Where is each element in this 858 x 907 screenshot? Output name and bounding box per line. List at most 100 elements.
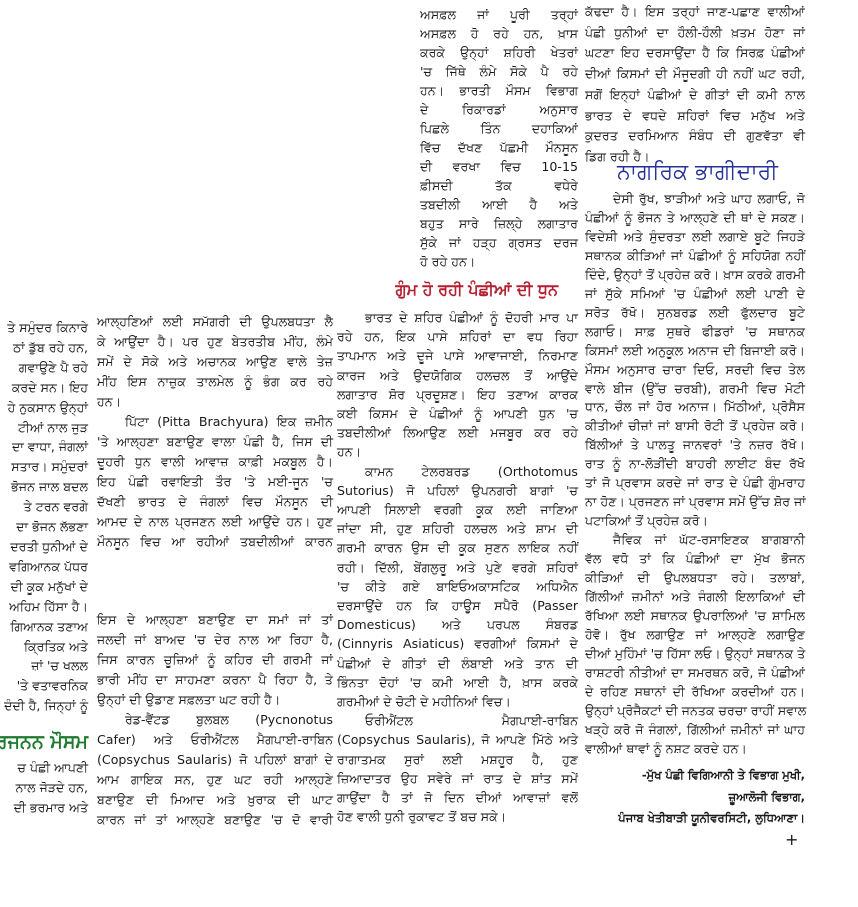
text-line: ਹੋ ਰਹੇ ਹਨ। bbox=[420, 254, 476, 269]
text-line: ਵੱਲ ਵਧੋ ਤਾਂ ਕਿ ਪੰਛੀਆਂ ਦਾ ਮੁੱਖ ਭੋਜਨ bbox=[585, 551, 805, 567]
text-line: 'ਤੇ ਵਤਾਵਰਨਿਕ bbox=[16, 678, 88, 694]
text-line: ਰੇਡ-ਵੈਂਟਡ ਬੁਲਬਲ (Pycnonotus bbox=[125, 712, 333, 727]
text-line: ਅਸਫ਼ਲ ਜਾਂ ਪੂਰੀ ਤਰ੍ਹਾਂ bbox=[420, 7, 578, 22]
text-line: ਹੇ ਨੁਕਸਾਨ ਉਨ੍ਹਾਂ bbox=[7, 399, 88, 415]
text-line: ਕਾਰਜ ਅਤੇ ਉਦਯੋਗਿਕ ਹਲਚਲ ਤੋਂ ਆਉਂਦੇ bbox=[337, 367, 578, 383]
text-line: ਭਿੰਨਤਾ ਦੋਹਾਂ 'ਚ ਕਮੀ ਆਈ ਹੈ, ਖ਼ਾਸ ਕਰਕੇ bbox=[337, 674, 578, 690]
text-line: ਤਾਂ ਜੋ ਪ੍ਰਵਾਸ ਕਰਦੇ ਜਾਂ ਰਾਤ ਦੇ ਪੰਛੀ ਗੁੰਮਰ… bbox=[585, 475, 805, 491]
text-line: ਦੀ ਕੂਕ ਮਨੁੱਖਾਂ ਦੇ bbox=[10, 578, 88, 594]
text-line: ਦੂਹਰੀ ਧੁਨ ਵਾਲੀ ਆਵਾਜ਼ ਕਾਫ਼ੀ ਮਕਬੂਲ ਹੈ। bbox=[97, 454, 333, 469]
text-line: ਕੁਦਰਤ ਦਰਮਿਆਨ ਸੰਬੰਧ ਦੀ ਗੁਣਵੱਤਾ ਵੀ bbox=[585, 128, 805, 144]
text-line: ਭਾਰੀ ਮੀਂਹ ਦਾ ਸਾਹਮਣਾ ਕਰਨਾ ਪੈ ਰਿਹਾ ਹੈ, ਤੇ bbox=[97, 672, 333, 687]
text-line: ਆਲ੍ਹਣਿਆਂ ਲਈ ਸਮੱਗਰੀ ਦੀ ਉਪਲਬਧਤਾ ਲੈ bbox=[97, 314, 333, 329]
text-line: ਜਾਂ ਸੁੱਕੇ ਸਮਿਆਂ 'ਚ ਪੰਛੀਆਂ ਲਈ ਪਾਣੀ ਦੇ bbox=[585, 285, 805, 301]
text-line: ਇਸ ਦੇ ਆਲ੍ਹਣਾ ਬਣਾਉਣ ਦਾ ਸਮਾਂ ਜਾਂ ਤਾਂ bbox=[97, 612, 333, 627]
text-line: ਆਮ ਗਾਇਕ ਸਨ, ਹੁਣ ਘਟ ਰਹੀ ਆਲ੍ਹਣੇ bbox=[97, 772, 333, 787]
text-line: ਰਾਸ਼ਟਰੀ ਨੀਤੀਆਂ ਦਾ ਸਮਰਥਨ ਕਰੋ, ਜੋ ਪੰਛੀਆਂ bbox=[585, 664, 805, 680]
text-line: ਲਗਾਓ। ਸਾਫ਼ ਸੁਥਰੇ ਫੀਡਰਾਂ 'ਚ ਸਥਾਨਕ bbox=[585, 323, 805, 339]
author-signature: -ਮੁੱਖ ਪੰਛੀ ਵਿਗਿਆਨੀ ਤੇ ਵਿਭਾਗ ਮੁਖੀ, ਜ਼ੂਆਲੋ… bbox=[618, 765, 805, 830]
text-line: ਕਈ ਕਿਸਮ ਦੇ ਪੰਛੀਆਂ ਨੂੰ ਆਪਣੀ ਧੁਨ 'ਚ bbox=[337, 406, 578, 422]
text-line: ਪੰਛੀ ਧੁਨੀਆਂ ਦਾ ਹੌਲੀ-ਹੌਲੀ ਖ਼ਤਮ ਹੋਣਾ ਜਾਂ bbox=[585, 24, 805, 40]
column-d-top-text: ਕੱਢਦਾ ਹੈ। ਇਸ ਤਰ੍ਹਾਂ ਜਾਣ-ਪਛਾਣ ਵਾਲੀਆਂ ਪੰਛੀ … bbox=[585, 2, 805, 168]
text-line: ਪਟਾਕਿਆਂ ਤੋਂ ਪ੍ਰਹੇਜ਼ ਕਰੋ। bbox=[585, 513, 709, 529]
text-line: ਕਰਕੇ ਉਨ੍ਹਾਂ ਸ਼ਹਿਰੀ ਖੇਤਰਾਂ bbox=[420, 45, 578, 60]
text-line: ਜਲਦੀ ਜਾਂ ਬਾਅਦ 'ਚ ਦੇਰ ਨਾਲ ਆ ਰਿਹਾ ਹੈ, bbox=[97, 632, 333, 647]
column-a-top-text: ਤੇ ਸਮੁੰਦਰ ਕਿਨਾਰੇਠਾਂ ਡੁੱਬ ਰਹੇ ਹਨ,ਗਵਾਉਣੇ ਪ… bbox=[0, 318, 88, 716]
text-line: ਹਨ। ਭਾਰਤੀ ਮੌਸਮ ਵਿਭਾਗ bbox=[420, 83, 578, 98]
text-line: ਕੀੜਿਆਂ ਦੀ ਉਪਲਬਧਤਾ ਰਹੇ। ਤਲਾਬਾਂ, bbox=[585, 570, 805, 586]
text-line: ਆਮਦ ਦੇ ਨਾਲ ਪ੍ਰਜਣਨ ਲਈ ਆਉਂਦੇ ਹਨ। ਹੁਣ bbox=[97, 514, 333, 529]
text-line: ਦੇ ਰਹਿਣ ਸਥਾਨਾਂ ਦੀ ਰੱਖਿਆ ਕਰਦੀਆਂ ਹਨ। bbox=[585, 683, 805, 699]
signature-line: ਪੰਜਾਬ ਖੇਤੀਬਾੜੀ ਯੂਨੀਵਰਸਿਟੀ, ਲੁਧਿਆਣਾ। bbox=[618, 811, 805, 825]
text-line: ਧਾਨ, ਚੌਲ ਜਾਂ ਹੋਰ ਅਨਾਜ। ਮਿੱਠੀਆਂ, ਪ੍ਰੋਸੈਸ bbox=[585, 399, 805, 415]
text-line: ਪਿੱਟਾ (Pitta Brachyura) ਇਕ ਜ਼ਮੀਨ bbox=[125, 414, 333, 429]
text-line: ਨਾਲ ਜੋੜਦੇ ਹਨ, bbox=[15, 779, 88, 795]
text-line: ਜੈਵਿਕ ਜਾਂ ਘੱਟ-ਰਸਾਇਣਕ ਬਾਗਬਾਨੀ bbox=[613, 532, 805, 548]
text-line: ਜ਼ਿਆਦਾਤਰ ਉਹ ਸਵੇਰੇ ਜਾਂ ਰਾਤ ਦੇ ਸ਼ਾਂਤ ਸਮੇਂ bbox=[337, 770, 578, 786]
text-line: ਘਟਣਾ ਇਹ ਦਰਸਾਉਂਦਾ ਹੈ ਕਿ ਸਿਰਫ਼ ਪੰਛੀਆਂ bbox=[585, 45, 805, 61]
text-line: ਕਿਸਮਾਂ ਲਈ ਅਨੁਕੂਲ ਅਨਾਜ ਦੀ ਬਿਜਾਈ ਕਰੋ। bbox=[585, 342, 805, 358]
text-line: ਚ ਪੰਛੀ ਆਪਣੀ bbox=[17, 760, 88, 775]
text-line: ਆਪਣੀ ਸਿਲਾਈ ਵਰਗੀ ਕੂਕ ਲਈ ਜਾਣਿਆ bbox=[337, 502, 578, 518]
text-line: ਦੇਸੀ ਰੁੱਖ, ਝਾੜੀਆਂ ਅਤੇ ਘਾਹ ਲਗਾਓ, ਜੋ bbox=[613, 191, 805, 206]
text-line: ਸਮੇਂ ਦੇ ਸੋਕੇ ਅਤੇ ਅਚਾਨਕ ਆਉਣ ਵਾਲੇ ਤੇਜ਼ bbox=[97, 354, 333, 369]
text-line: ਰਾਗਾਤਮਕ ਸੁਰਾਂ ਲਈ ਮਸ਼ਹੂਰ ਹੈ, ਹੁਣ bbox=[337, 751, 578, 767]
text-line: ਰਹੀ। ਦਿੱਲੀ, ਬੇਂਗਲੁਰੂ ਅਤੇ ਪੁਣੇ ਵਰਗੇ ਸ਼ਹਿਰ… bbox=[337, 559, 578, 575]
text-line: ਦੀਆਂ ਮੁਹਿੰਮਾਂ 'ਚ ਹਿੱਸਾ ਲਓ। ਉਨ੍ਹਾਂ ਸਥਾਨਕ … bbox=[585, 645, 806, 661]
text-line: ਜਾਂਦਾ ਸੀ, ਹੁਣ ਸ਼ਹਿਰੀ ਹਲਚਲ ਅਤੇ ਸ਼ਾਮ ਦੀ bbox=[337, 521, 578, 537]
text-line: ਰਾਤ ਨੂੰ ਨਾ-ਲੋੜੀਂਦੀ ਬਾਹਰੀ ਲਾਈਟ ਬੰਦ ਰੱਖੋ bbox=[585, 456, 805, 472]
article-end-mark: + bbox=[785, 830, 799, 849]
text-line: ਬਹੁਤ ਸਾਰੇ ਜ਼ਿਲ੍ਹੇ ਲਗਾਤਾਰ bbox=[420, 216, 578, 231]
text-line: ਟੀਆਂ ਨਾਲ ਜੁੜ bbox=[17, 419, 88, 435]
text-line: ਵਿਦੇਸ਼ੀ ਅਤੇ ਸੁੰਦਰਤਾ ਲਈ ਲਗਾਏ ਬੂਟੇ ਜਿਹੜੇ bbox=[585, 228, 805, 244]
text-line: ਓਰੀਐਂਟਲ ਮੈਗਪਾਈ-ਰਾਬਿਨ bbox=[365, 713, 578, 729]
text-line: ਦੱਖਣੀ ਭਾਰਤ ਦੇ ਜੰਗਲਾਂ ਵਿਚ ਮੌਨਸੂਨ ਦੀ bbox=[97, 494, 333, 509]
text-line: ਦਾ ਭੋਜਨ ਲੱਭਣਾ bbox=[16, 519, 88, 535]
text-line: ਮੌਸਮ ਅਨੁਸਾਰ ਚਾਰਾ ਦਿਓ, ਸਰਦੀ ਵਿਚ ਤੇਲ bbox=[585, 361, 805, 377]
text-line: Sutorius) ਜੋ ਪਹਿਲਾਂ ਉਪਨਗਰੀ ਬਾਗਾਂ 'ਚ bbox=[337, 482, 578, 498]
text-line: ਵਿੱਚ ਦੱਖਣ ਪੱਛਮੀ ਮੌਨਸੂਨ bbox=[420, 140, 578, 155]
text-line: ਤੇ ਟਰਨ ਵਰਗੇ bbox=[23, 499, 88, 515]
text-line: ਹੋਵੋ। ਰੁੱਖ ਲਗਾਉਣ ਜਾਂ ਆਲ੍ਹਣੇ ਲਗਾਉਣ bbox=[585, 626, 805, 642]
column-a-bottom-text: ਚ ਪੰਛੀ ਆਪਣੀਨਾਲ ਜੋੜਦੇ ਹਨ,ਦੀ ਭਰਮਾਰ ਅਤੇ bbox=[0, 758, 88, 817]
text-line: ਹੋਣ ਵਾਲੀ ਧੁਨੀ ਰੁਕਾਵਟ ਤੋਂ ਬਚ ਸਕੇ। bbox=[337, 809, 507, 825]
text-line: ਗਵਾਉਣੇ ਪੈ ਰਹੇ bbox=[18, 359, 88, 375]
text-line: ਪੰਛੀਆਂ ਦੇ ਗੀਤਾਂ ਦੀ ਲੰਬਾਈ ਅਤੇ ਤਾਨ ਦੀ bbox=[337, 655, 578, 671]
text-line: ਵਗਿਆਨਕ ਪੱਧਰ bbox=[9, 558, 88, 574]
text-line: Cafer) ਅਤੇ ਓਰੀਐਂਟਲ ਮੈਗਪਾਈ-ਰਾਬਿਨ bbox=[97, 732, 333, 747]
text-line: ਗਰਮੀਆਂ ਦੇ ਚੋਟੀ ਦੇ ਮਹੀਨਿਆਂ ਵਿਚ। bbox=[337, 694, 511, 710]
column-b-bottom-text: ਇਸ ਦੇ ਆਲ੍ਹਣਾ ਬਣਾਉਣ ਦਾ ਸਮਾਂ ਜਾਂ ਤਾਂ ਜਲਦੀ ਜ… bbox=[97, 610, 333, 830]
text-line: ਹਨ। bbox=[97, 394, 122, 409]
text-line: ਰੱਖਿਆ ਲਈ ਸਥਾਨਕ ਉਪਰਾਲਿਆਂ 'ਚ ਸ਼ਾਮਿਲ bbox=[585, 607, 805, 623]
text-line: ਤਾਪਮਾਨ ਅਤੇ ਦੂਜੇ ਪਾਸੇ ਆਵਾਜਾਈ, ਨਿਰਮਾਣ bbox=[337, 348, 578, 364]
text-line: ਭਾਰਤ ਦੇ ਸ਼ਹਿਰ ਪੰਛੀਆਂ ਨੂੰ ਦੋਹਰੀ ਮਾਰ ਪਾ bbox=[365, 310, 578, 325]
text-line: ਵਾਲੀਆਂ ਥਾਵਾਂ ਨੂੰ ਨਸ਼ਟ ਕਰਦੇ ਹਨ। bbox=[585, 740, 747, 756]
text-line: ਸਰੋਤ ਰੱਖੋ। ਸੁਨਬਰਡ ਲਈ ਫੁੱਲਦਾਰ ਬੂਟੇ bbox=[585, 304, 805, 320]
text-line: ਕਰਦੇ ਸਨ। ਇਹ bbox=[11, 379, 88, 395]
text-line: ਦਰਸਾਉਂਦੇ ਹਨ ਕਿ ਹਾਊਸ ਸਪੈਰੋ (Passer bbox=[337, 598, 578, 614]
text-line: ਹਨ। bbox=[337, 444, 362, 460]
text-line: ਡਿਗ ਰਹੀ ਹੈ। bbox=[585, 148, 650, 164]
text-line: ਸਤਾਰ। ਸਮੁੰਦਰਾਂ bbox=[11, 459, 88, 475]
text-line: (Copsychus Saularis), ਜੋ ਆਪਣੇ ਮਿੱਠੇ ਅਤੇ bbox=[337, 732, 578, 748]
text-line: ਪਿਛਲੇ ਤਿੰਨ ਦਹਾਕਿਆਂ bbox=[420, 121, 578, 136]
text-line: ਭੋਜਨ ਜਾਲ ਬਦਲ bbox=[11, 479, 88, 495]
text-line: ਦਿੰਦੇ, ਉਨ੍ਹਾਂ ਤੋਂ ਪ੍ਰਹੇਜ਼ ਕਰੋ। ਖ਼ਾਸ ਕਰਕੇ… bbox=[585, 266, 805, 282]
text-line: ਕੇ ਆਉਂਦਾ ਹੈ। ਪਰ ਹੁਣ ਬੇਤਰਤੀਬ ਮੀਂਹ, ਲੰਮੇ bbox=[97, 334, 333, 349]
text-line: ਕੱਢਦਾ ਹੈ। ਇਸ ਤਰ੍ਹਾਂ ਜਾਣ-ਪਛਾਣ ਵਾਲੀਆਂ bbox=[585, 4, 805, 19]
text-line: ਨਾ ਹੋਣ। ਪ੍ਰਜਣਨ ਜਾਂ ਪ੍ਰਵਾਸ ਸਮੇਂ ਉੱਚ ਸ਼ੋਰ … bbox=[585, 494, 806, 510]
text-line: 'ਚ ਜਿੱਥੇ ਲੰਮੇ ਸੋਕੇ ਪੈ ਰਹੇ bbox=[420, 64, 578, 79]
column-c-bottom-text: ਭਾਰਤ ਦੇ ਸ਼ਹਿਰ ਪੰਛੀਆਂ ਨੂੰ ਦੋਹਰੀ ਮਾਰ ਪਾ ਰਹੇ… bbox=[337, 308, 578, 826]
text-line: Domesticus) ਅਤੇ ਪਰਪਲ ਸੰਬਰਡ bbox=[337, 617, 578, 633]
text-line: ਰਹੇ ਹਨ, ਇਕ ਪਾਸੇ ਸ਼ਹਿਰਾਂ ਦਾ ਵਧ ਰਿਹਾ bbox=[337, 329, 578, 345]
text-line: ਗਾਉਂਦਾ ਹੈ ਤਾਂ ਜੋ ਦਿਨ ਦੀਆਂ ਆਵਾਜ਼ਾਂ ਵਲੋਂ bbox=[337, 790, 578, 806]
text-line: ਮੌਨਸੂਨ ਵਿਚ ਆ ਰਹੀਆਂ ਤਬਦੀਲੀਆਂ ਕਾਰਨ bbox=[97, 534, 333, 549]
text-line: ਕਾਰਨ ਜਾਂ ਤਾਂ ਆਲ੍ਹਣੇ ਬਣਾਉਣ 'ਚ ਦੋ ਵਾਰੀ bbox=[97, 812, 333, 827]
text-line: 'ਚ ਕੀਤੇ ਗਏ ਬਾਇਓਅਕਾਸਟਿਕ ਅਧਿਐਨ bbox=[337, 578, 578, 594]
text-line: 'ਤੇ ਆਲ੍ਹਣਾ ਬਣਾਉਣ ਵਾਲਾ ਪੰਛੀ ਹੈ, ਜਿਸ ਦੀ bbox=[97, 434, 333, 449]
text-line: ਕ੍ਰਿਤਿਕ ਅਤੇ bbox=[23, 638, 88, 654]
text-line: ਦੰਦੀ ਹੈ, ਜਿਨ੍ਹਾਂ ਨੂੰ bbox=[4, 698, 88, 714]
text-line: ਬਿੱਲੀਆਂ ਤੇ ਪਾਲਤੂ ਜਾਨਵਰਾਂ 'ਤੇ ਨਜ਼ਰ ਰੱਖੋ। bbox=[585, 437, 805, 453]
text-line: ਕਾਮਨ ਟੇਲਰਬਰਡ (Orthotomus bbox=[365, 463, 578, 479]
text-line: ਜਿਸ ਕਾਰਨ ਚੂਜ਼ਿਆਂ ਨੂੰ ਕਹਿਰ ਦੀ ਗਰਮੀ ਜਾਂ bbox=[97, 652, 333, 667]
